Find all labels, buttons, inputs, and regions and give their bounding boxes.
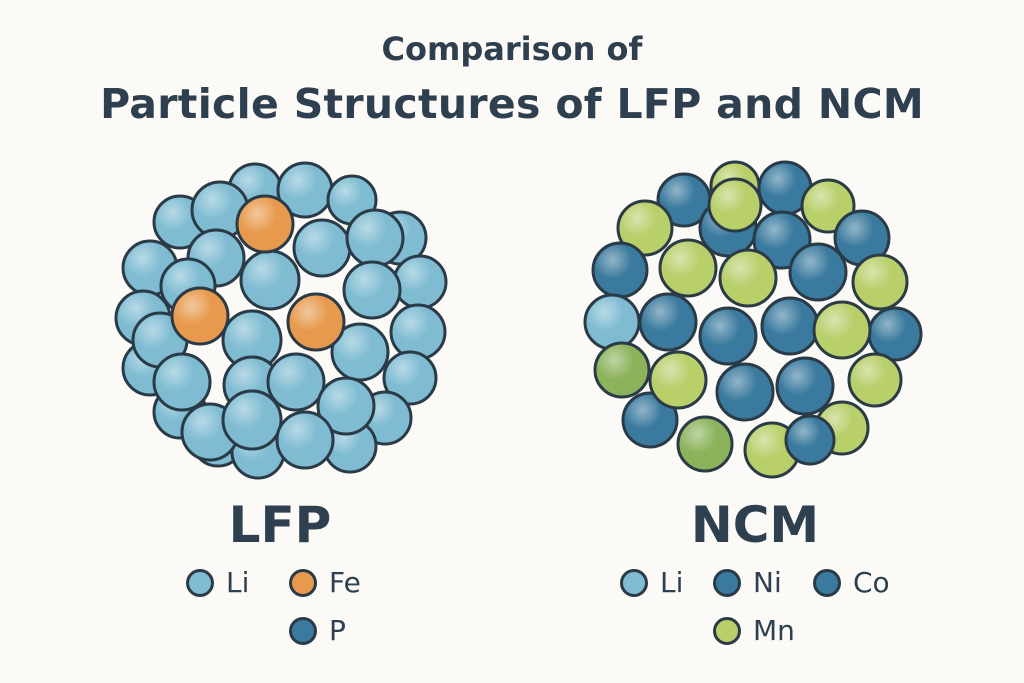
ncm-sphere-highlight xyxy=(779,360,831,412)
ncm-sphere-highlight xyxy=(719,366,771,418)
ncm-sphere-highlight xyxy=(711,181,759,229)
ncm-sphere-highlight xyxy=(680,419,730,469)
ncm-sphere-highlight xyxy=(702,310,754,362)
lfp-sphere-highlight xyxy=(334,326,386,378)
lfp-sphere-highlight xyxy=(280,165,330,215)
ncm-legend-co-label: Co xyxy=(853,566,890,599)
ncm-legend-ni: Ni xyxy=(713,566,782,599)
co-swatch-icon xyxy=(813,568,841,597)
ncm-legend-co: Co xyxy=(813,566,890,599)
ncm-sphere-highlight xyxy=(761,164,809,212)
lfp-legend-p-label: P xyxy=(329,614,346,647)
ncm-legend-mn-label: Mn xyxy=(753,614,795,647)
ncm-sphere-highlight xyxy=(764,300,816,352)
lfp-sphere-highlight xyxy=(225,313,279,367)
ncm-sphere-highlight xyxy=(662,242,714,294)
lfp-sphere-highlight xyxy=(330,178,374,222)
lfp-legend-p: P xyxy=(289,614,346,647)
lfp-sphere-highlight xyxy=(346,264,398,316)
ncm-sphere-highlight xyxy=(620,203,670,253)
lfp-sphere-highlight xyxy=(156,356,208,408)
ncm-sphere-highlight xyxy=(816,304,868,356)
lfp-sphere-highlight xyxy=(174,290,226,342)
fe-swatch-icon xyxy=(289,568,317,597)
ncm-sphere-highlight xyxy=(756,214,808,266)
lfp-sphere-highlight xyxy=(194,184,246,236)
ncm-label: NCM xyxy=(690,496,820,554)
lfp-sphere-highlight xyxy=(135,315,185,365)
lfp-sphere-highlight xyxy=(320,380,372,432)
lfp-sphere-highlight xyxy=(349,212,401,264)
lfp-sphere-highlight xyxy=(393,307,443,357)
ncm-legend-li-label: Li xyxy=(660,566,684,599)
ncm-sphere-highlight xyxy=(855,257,905,307)
ncm-sphere-highlight xyxy=(837,213,887,263)
li-swatch-icon xyxy=(186,568,214,597)
lfp-legend-fe: Fe xyxy=(289,566,361,599)
lfp-legend-fe-label: Fe xyxy=(329,566,361,599)
ncm-sphere-highlight xyxy=(625,395,675,445)
lfp-sphere-highlight xyxy=(239,198,291,250)
title-line-2: Particle Structures of LFP and NCM xyxy=(100,80,924,128)
lfp-legend-li: Li xyxy=(186,566,249,599)
ncm-sphere-highlight xyxy=(792,246,844,298)
ncm-sphere-highlight xyxy=(747,425,797,475)
lfp-sphere-highlight xyxy=(225,393,279,447)
title-line-1: Comparison of xyxy=(381,30,643,68)
ncm-legend-mn: Mn xyxy=(713,614,795,647)
lfp-sphere-highlight xyxy=(279,414,331,466)
ncm-particle-cluster xyxy=(583,160,923,479)
ncm-sphere-highlight xyxy=(660,176,708,224)
ncm-sphere-highlight xyxy=(804,182,852,230)
ncm-sphere-highlight xyxy=(595,245,645,295)
ncm-legend-li: Li xyxy=(620,566,683,599)
ncm-sphere-highlight xyxy=(642,296,694,348)
ncm-sphere-highlight xyxy=(652,354,704,406)
lfp-particle-cluster xyxy=(114,161,448,480)
lfp-sphere-highlight xyxy=(243,253,297,307)
lfp-sphere-highlight xyxy=(290,296,342,348)
ni-swatch-icon xyxy=(713,568,741,597)
ncm-sphere-highlight xyxy=(597,345,647,395)
p-swatch-icon xyxy=(289,616,317,645)
ncm-sphere-highlight xyxy=(871,310,919,358)
lfp-sphere-highlight xyxy=(396,258,444,306)
ncm-sphere-highlight xyxy=(587,297,637,347)
lfp-sphere-highlight xyxy=(270,356,322,408)
lfp-label: LFP xyxy=(228,496,332,554)
lfp-sphere-highlight xyxy=(296,222,348,274)
li-swatch-icon xyxy=(620,568,648,597)
ncm-sphere-highlight xyxy=(722,252,774,304)
lfp-sphere-highlight xyxy=(386,354,434,402)
lfp-legend-li-label: Li xyxy=(226,566,250,599)
mn-swatch-icon xyxy=(713,616,741,645)
ncm-sphere-highlight xyxy=(788,418,832,462)
ncm-legend-ni-label: Ni xyxy=(753,566,782,599)
ncm-sphere-highlight xyxy=(851,356,899,404)
